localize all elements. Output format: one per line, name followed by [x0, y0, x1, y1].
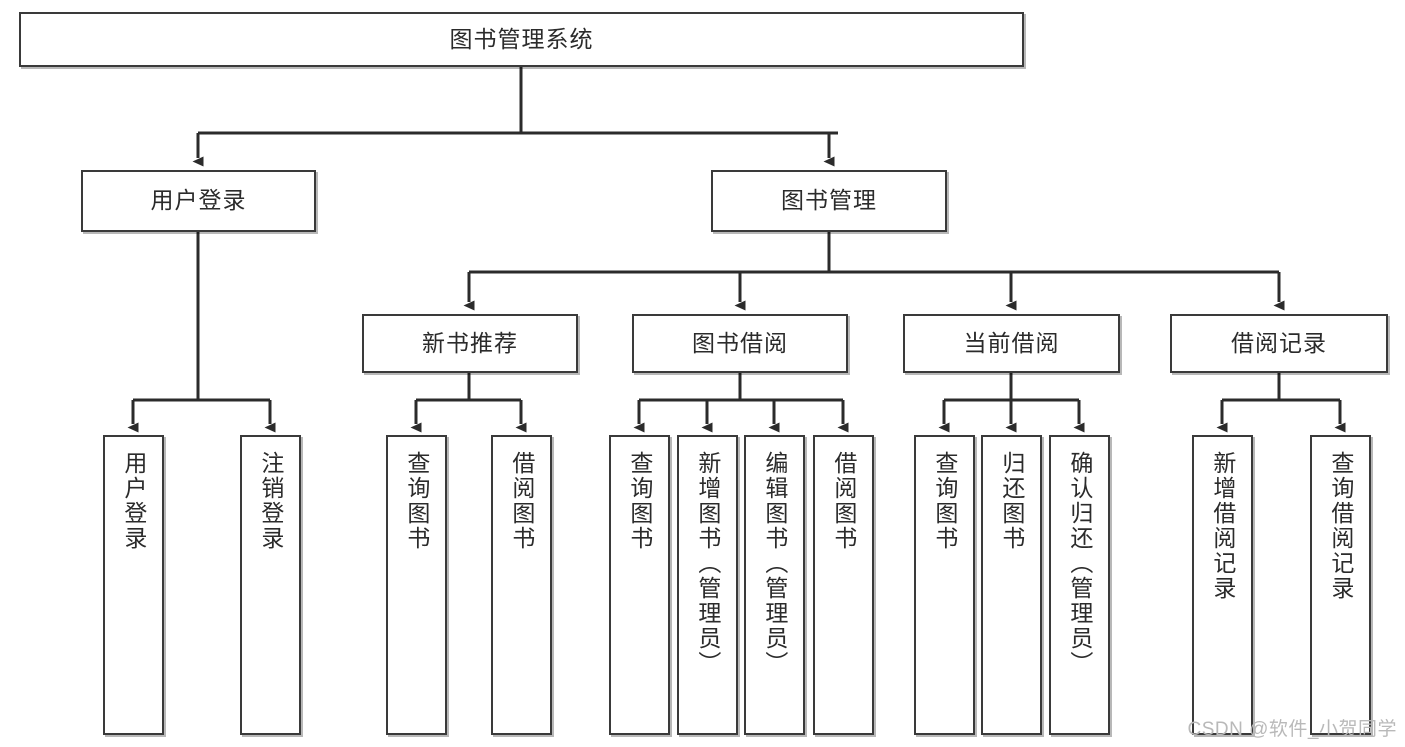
- node-label: 编辑图书（管理员）: [761, 451, 788, 676]
- leaf-query-book-current[interactable]: 查询图书: [914, 435, 975, 735]
- node-label: 用户登录: [150, 187, 247, 214]
- node-user-login[interactable]: 用户登录: [81, 170, 316, 232]
- leaf-edit-book-admin[interactable]: 编辑图书（管理员）: [744, 435, 805, 735]
- leaf-borrow-book-recommend[interactable]: 借阅图书: [491, 435, 552, 735]
- node-label: 查询图书: [931, 451, 958, 551]
- node-label: 新增图书（管理员）: [694, 451, 721, 676]
- node-label: 用户登录: [120, 451, 147, 551]
- leaf-return-book[interactable]: 归还图书: [981, 435, 1042, 735]
- leaf-borrow-book-borrow[interactable]: 借阅图书: [813, 435, 874, 735]
- leaf-query-book-recommend[interactable]: 查询图书: [386, 435, 447, 735]
- node-label: 借阅图书: [830, 451, 857, 551]
- leaf-logout-login[interactable]: 注销登录: [240, 435, 301, 735]
- node-book-management[interactable]: 图书管理: [711, 170, 947, 232]
- leaf-add-book-admin[interactable]: 新增图书（管理员）: [677, 435, 738, 735]
- leaf-query-book-borrow[interactable]: 查询图书: [609, 435, 670, 735]
- leaf-user-login[interactable]: 用户登录: [103, 435, 164, 735]
- watermark-text: CSDN @软件_小贺同学: [1187, 719, 1397, 740]
- node-label: 注销登录: [257, 451, 284, 551]
- leaf-query-borrow-record[interactable]: 查询借阅记录: [1310, 435, 1371, 735]
- node-borrow-record[interactable]: 借阅记录: [1170, 314, 1388, 373]
- node-label: 图书管理系统: [449, 25, 594, 52]
- node-label: 新增借阅记录: [1209, 451, 1236, 601]
- node-book-borrow[interactable]: 图书借阅: [632, 314, 848, 373]
- node-label: 确认归还（管理员）: [1066, 451, 1093, 676]
- node-label: 当前借阅: [963, 329, 1060, 356]
- node-current-borrow[interactable]: 当前借阅: [903, 314, 1120, 373]
- node-label: 新书推荐: [422, 329, 518, 356]
- leaf-add-borrow-record[interactable]: 新增借阅记录: [1192, 435, 1253, 735]
- node-label: 查询图书: [403, 451, 430, 551]
- leaf-confirm-return-admin[interactable]: 确认归还（管理员）: [1049, 435, 1110, 735]
- node-new-book-recommend[interactable]: 新书推荐: [362, 314, 578, 373]
- node-root-book-management-system[interactable]: 图书管理系统: [19, 12, 1024, 67]
- node-label: 图书借阅: [692, 329, 788, 356]
- node-label: 查询图书: [626, 451, 653, 551]
- node-label: 借阅图书: [508, 451, 535, 551]
- node-label: 借阅记录: [1231, 329, 1327, 356]
- node-label: 查询借阅记录: [1327, 451, 1354, 601]
- node-label: 归还图书: [998, 451, 1025, 551]
- node-label: 图书管理: [781, 187, 877, 214]
